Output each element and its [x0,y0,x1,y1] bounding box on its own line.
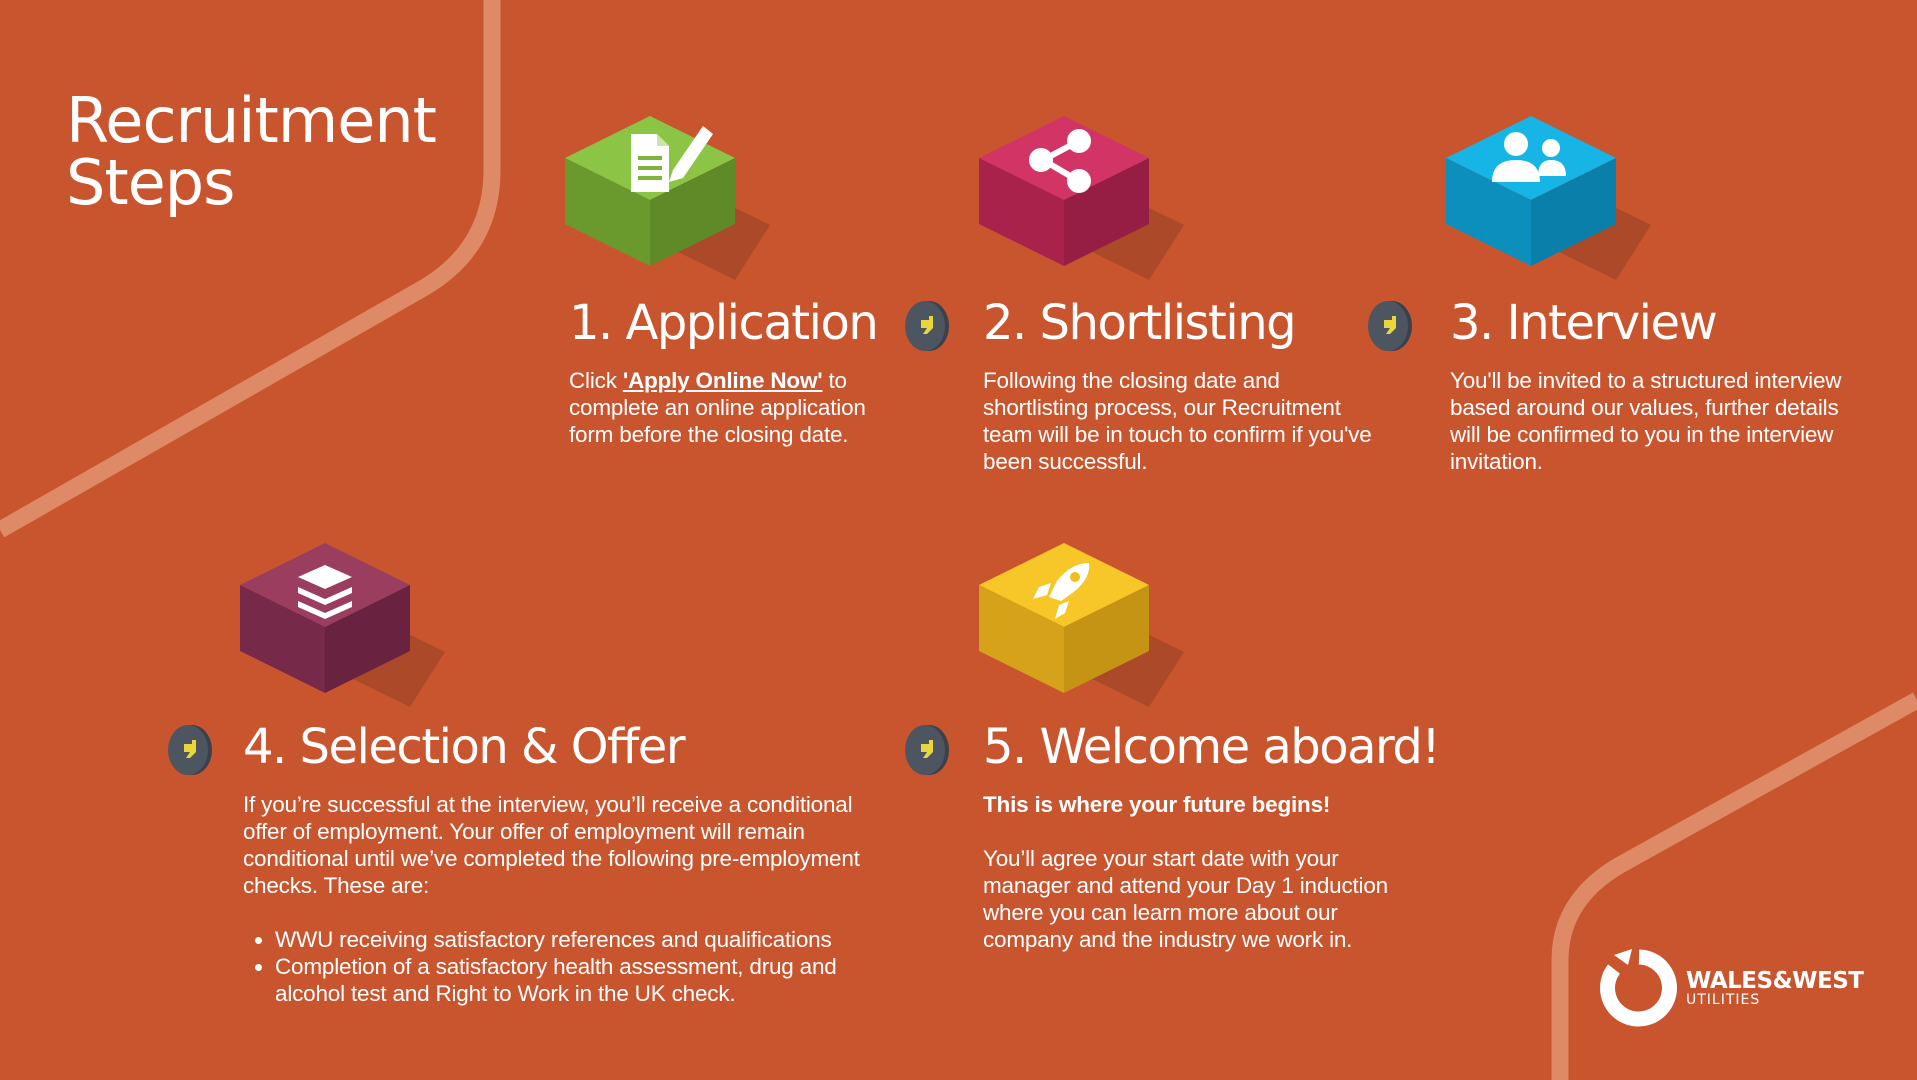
selection-description: If you’re successful at the interview, y… [243,791,863,1007]
welcome-cube [979,543,1184,707]
people-icon [1492,132,1566,182]
shortlisting-cube [979,116,1184,280]
step-heading: 4. Selection & Offer [243,719,686,775]
step-heading: 1. Application [569,295,879,351]
checks-list: WWU receiving satisfactory references an… [243,926,863,1007]
company-logo: WALES&WEST UTILITIES [1598,943,1864,1033]
share-icon [1029,129,1091,193]
logo-name: WALES&WEST [1686,968,1864,994]
badge-icon [168,725,212,775]
badge-icon [1368,301,1412,351]
step-heading: 3. Interview [1450,295,1718,351]
selection-cube [240,543,445,707]
title-line-1: Recruitment [66,84,437,157]
application-text-pre: Click [569,368,623,393]
welcome-lead: This is where your future begins! [983,792,1331,817]
selection-text: If you’re successful at the interview, y… [243,792,860,898]
welcome-text: You’ll agree your start date with your m… [983,846,1388,952]
badge-icon [905,725,949,775]
rocket-icon [1033,563,1090,619]
badge-icon [905,301,949,351]
interview-description: You'll be invited to a structured interv… [1450,368,1842,474]
list-item: WWU receiving satisfactory references an… [275,926,863,953]
step-heading: 2. Shortlisting [983,295,1297,351]
title-line-2: Steps [66,146,235,219]
application-cube [565,116,770,280]
apply-online-now-link[interactable]: 'Apply Online Now' [622,368,823,393]
list-item: Completion of a satisfactory health asse… [275,953,863,1007]
application-text-post: to complete an online application form b… [569,368,866,447]
document-pencil-icon [631,126,713,192]
shortlisting-description: Following the closing date and shortlist… [983,368,1372,474]
step-heading: 5. Welcome aboard! [983,719,1441,775]
application-description: Click 'Apply Online Now' to complete an … [569,367,899,448]
welcome-description: This is where your future begins! You’ll… [983,791,1423,953]
page-title: Recruitment Steps [66,84,437,219]
logo-sub: UTILITIES [1686,992,1761,1008]
layers-icon [298,565,352,619]
ring-logo-icon [1600,949,1677,1027]
logo-text: WALES&WEST UTILITIES [1686,968,1864,1008]
interview-cube [1446,116,1651,280]
